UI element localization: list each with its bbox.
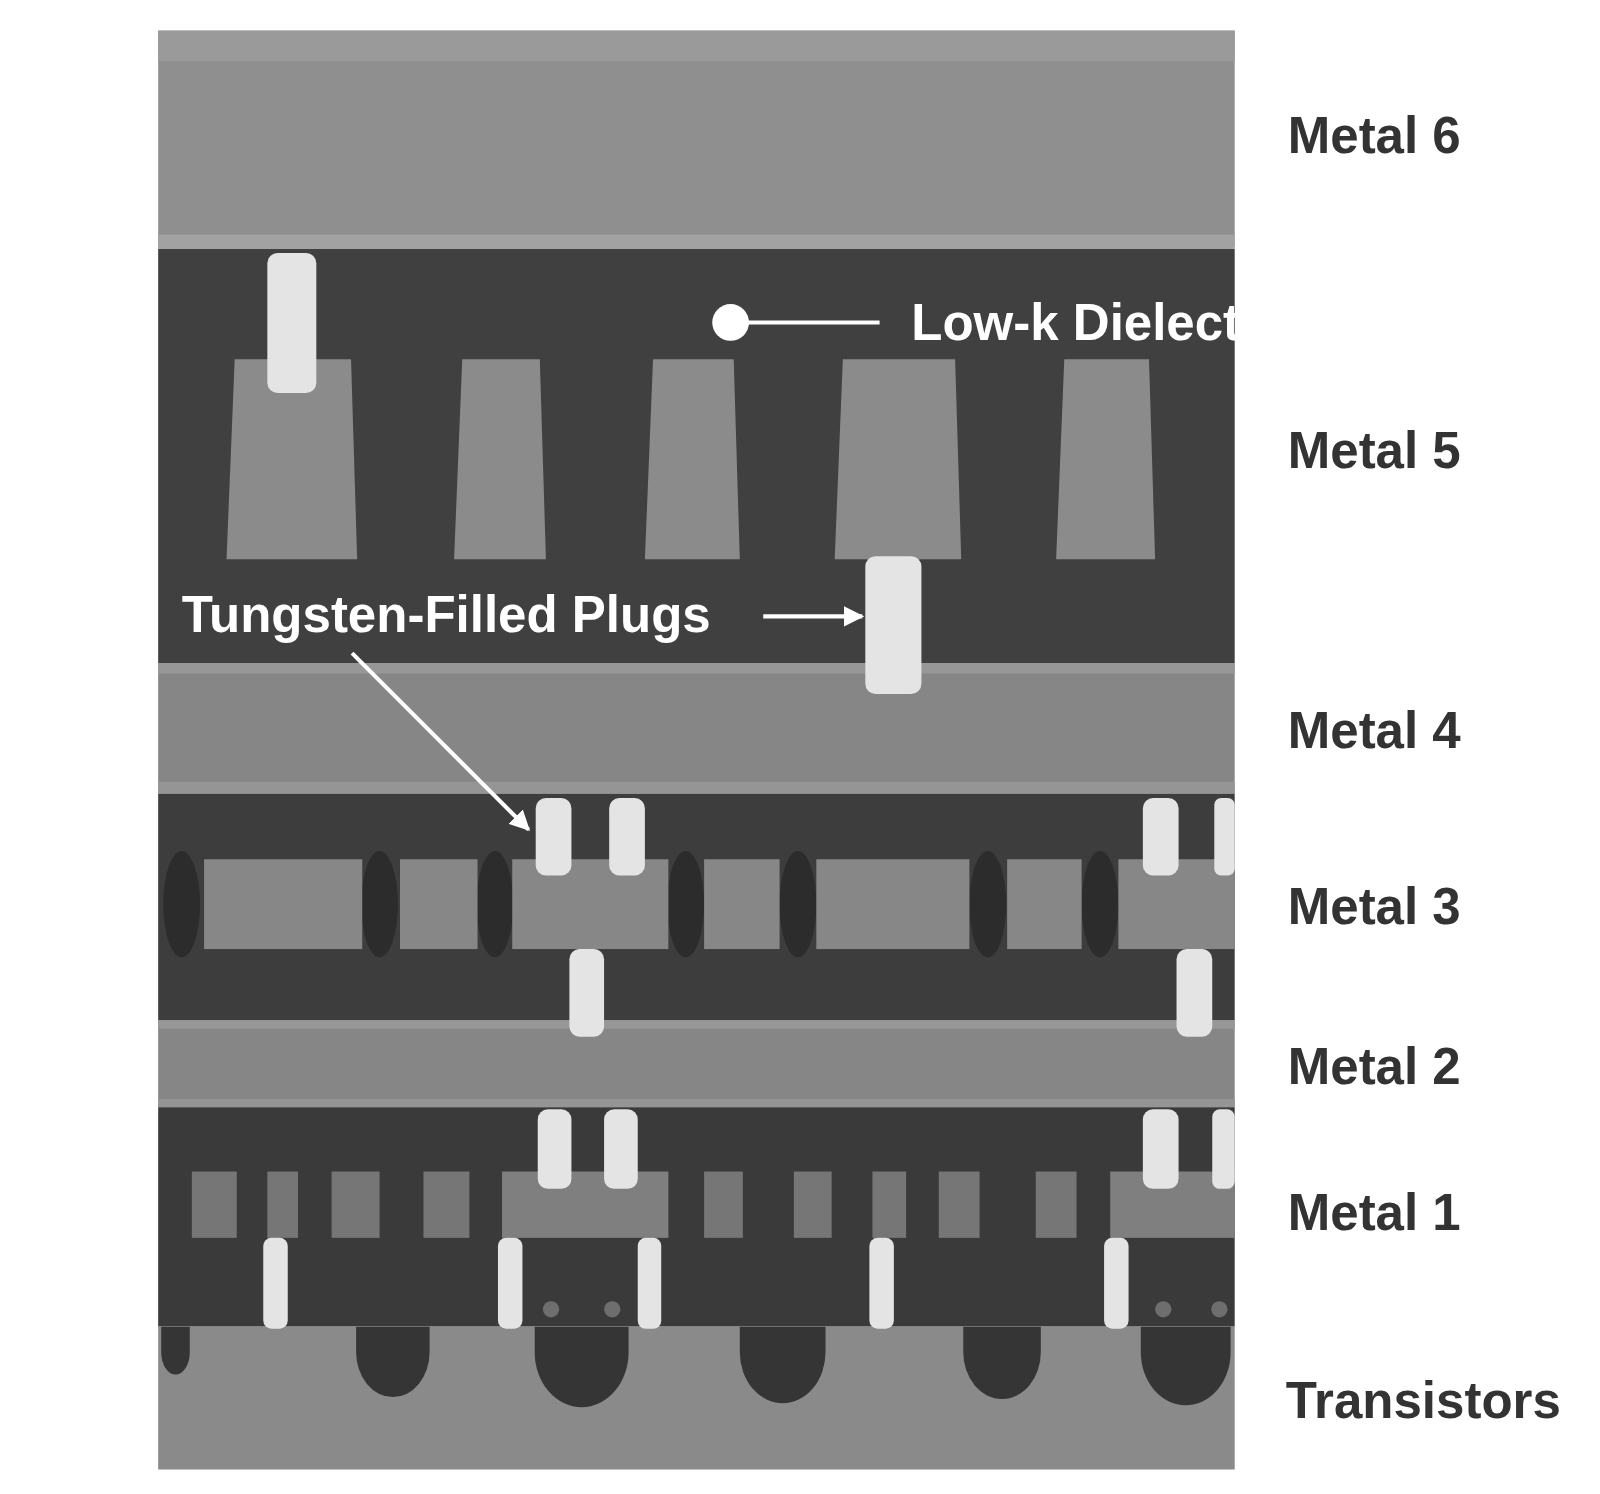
tungsten-plug [1143, 798, 1179, 876]
section-image [158, 31, 1235, 1470]
transistor-gate [535, 1327, 629, 1408]
metal-4-band [158, 663, 1235, 794]
tungsten-plug [267, 253, 316, 393]
transistor-gate [1141, 1327, 1231, 1406]
metal-5-line [835, 359, 962, 559]
dielectric-gap [163, 851, 200, 957]
metal-1-line [794, 1172, 832, 1238]
metal-5-line [645, 359, 740, 559]
dielectric-layer [158, 1107, 1235, 1326]
dielectric-layer [158, 794, 1235, 1021]
layer-label: Transistors [1286, 1376, 1561, 1427]
metal-2-edge [158, 1020, 1235, 1028]
transistor-gate [161, 1327, 190, 1375]
metal-3-line [400, 859, 478, 949]
layer-label: Metal 2 [1288, 1041, 1461, 1092]
layer-label: Metal 1 [1288, 1187, 1461, 1238]
metal-5-line [454, 359, 546, 559]
metal-6-band [158, 31, 1235, 247]
dielectric-gap [969, 851, 1006, 957]
tungsten-plug [536, 798, 572, 876]
metal-3-line [512, 859, 668, 949]
metal-4-edge [158, 663, 1235, 673]
metal-3-line [1007, 859, 1081, 949]
layer-label: Metal 5 [1288, 426, 1461, 477]
tungsten-plug [263, 1238, 287, 1329]
gate-contact-dot [543, 1301, 559, 1317]
tungsten-plug [1214, 798, 1234, 876]
metal-1-line [502, 1172, 668, 1238]
tungsten-plug [604, 1109, 638, 1189]
tungsten-plug [538, 1109, 572, 1189]
dielectric-gap [780, 851, 817, 957]
metal-5-line [1056, 359, 1155, 559]
leader-line [731, 320, 880, 324]
tungsten-plug [609, 798, 645, 876]
gate-contact-dot [1155, 1301, 1171, 1317]
metal-6-liner [158, 235, 1235, 249]
metal-3-line [816, 859, 969, 949]
tungsten-plug [1143, 1109, 1179, 1189]
tungsten-plug [498, 1238, 522, 1329]
metal-3-line [704, 859, 780, 949]
metal-1-line [939, 1172, 980, 1238]
leader-arrow [763, 614, 862, 618]
metal-2-edge [158, 1099, 1235, 1107]
metal-1-line [1036, 1172, 1077, 1238]
gate-contact-dot [1211, 1301, 1227, 1317]
tungsten-plug [1212, 1109, 1234, 1189]
tungsten-plug [638, 1238, 661, 1329]
metal-1-line [872, 1172, 906, 1238]
transistor-gate [740, 1327, 826, 1404]
dielectric-gap [361, 851, 398, 957]
callout-leaders [352, 304, 880, 830]
metal-3-line [204, 859, 362, 949]
dielectric-gap [1082, 851, 1119, 957]
metal-2-band [158, 1020, 1235, 1107]
metal-1-line [192, 1172, 237, 1238]
tungsten-plug [1177, 949, 1213, 1037]
substrate [158, 1327, 1235, 1470]
tungsten-plug [865, 556, 921, 694]
transistor-gate [963, 1327, 1041, 1399]
gate-contact-dot [604, 1301, 620, 1317]
tungsten-plug [869, 1238, 893, 1329]
transistor-gate [356, 1327, 429, 1397]
layer-label: Metal 4 [1288, 705, 1461, 756]
metal-1-line [704, 1172, 743, 1238]
callout-label: Tungsten-Filled Plugs [182, 589, 711, 640]
layer-label: Metal 3 [1288, 881, 1461, 932]
tungsten-plug [569, 949, 604, 1037]
metal-6-top-edge [158, 31, 1235, 62]
callout-label: Low-k Dielectric [911, 297, 1302, 348]
metal-1-line [332, 1172, 380, 1238]
leader-arrow [352, 653, 529, 830]
tungsten-plug [1104, 1238, 1128, 1329]
metal-1-line [423, 1172, 469, 1238]
layer-label: Metal 6 [1288, 110, 1461, 161]
dielectric-gap [477, 851, 514, 957]
dielectric-gap [667, 851, 704, 957]
metal-1-line [267, 1172, 298, 1238]
metal-4-edge [158, 782, 1235, 794]
